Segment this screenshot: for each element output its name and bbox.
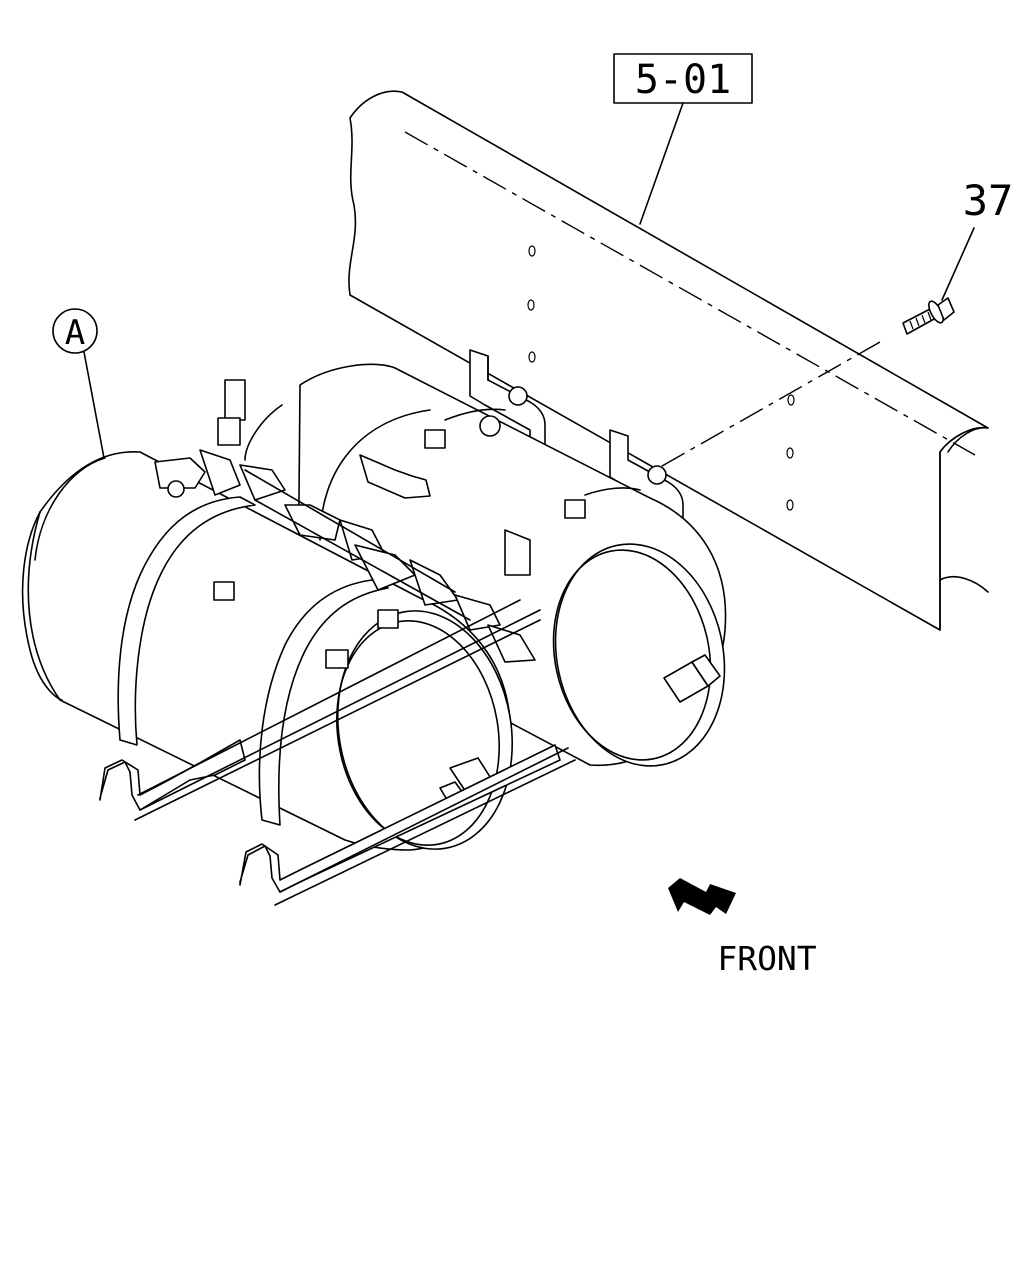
pipe-fittings bbox=[154, 379, 536, 663]
rear-bracket bbox=[469, 349, 546, 471]
bolt-ref-text: 37 bbox=[963, 176, 1014, 225]
frame-centerline bbox=[404, 131, 976, 456]
frame-holes bbox=[527, 245, 795, 511]
frame-rail bbox=[348, 90, 989, 631]
front-direction-indicator: FRONT bbox=[668, 878, 817, 978]
section-ref-text: 5-01 bbox=[635, 57, 731, 103]
base-bracket-rear bbox=[99, 599, 541, 821]
bolt-axis-line bbox=[654, 341, 881, 471]
callout-section-ref: 5-01 bbox=[613, 53, 753, 225]
flange-bolt bbox=[902, 297, 955, 335]
front-label: FRONT bbox=[717, 939, 816, 978]
callout-view-ref: A bbox=[52, 308, 105, 459]
view-ref-text: A bbox=[65, 313, 85, 353]
front-arrow-icon bbox=[668, 878, 736, 915]
base-bracket-front bbox=[239, 744, 576, 906]
callout-bolt-ref: 37 bbox=[941, 176, 1014, 301]
